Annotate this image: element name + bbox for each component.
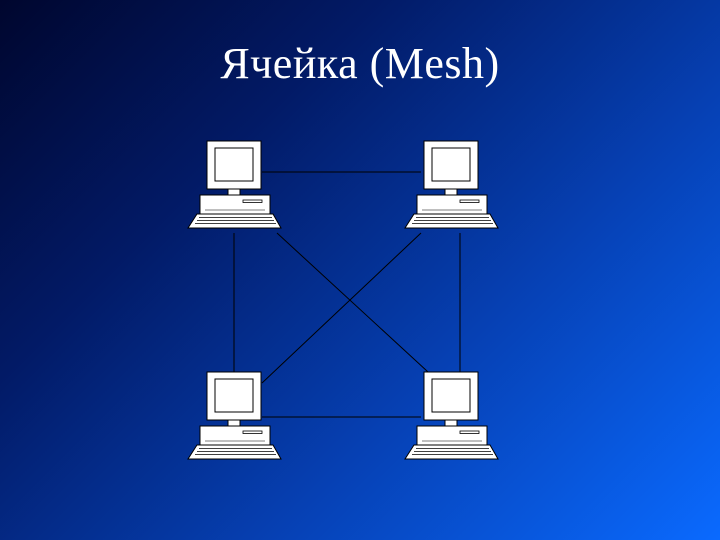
link-top-right-bottom-left: [261, 232, 422, 384]
computer-top-right-icon: [404, 140, 499, 229]
computer-top-left-icon: [187, 140, 282, 229]
link-top-left-bottom-right: [276, 232, 441, 384]
computer-bottom-right-icon: [404, 371, 499, 460]
computer-bottom-left-icon: [187, 371, 282, 460]
slide-title: Ячейка (Mesh): [220, 39, 500, 88]
